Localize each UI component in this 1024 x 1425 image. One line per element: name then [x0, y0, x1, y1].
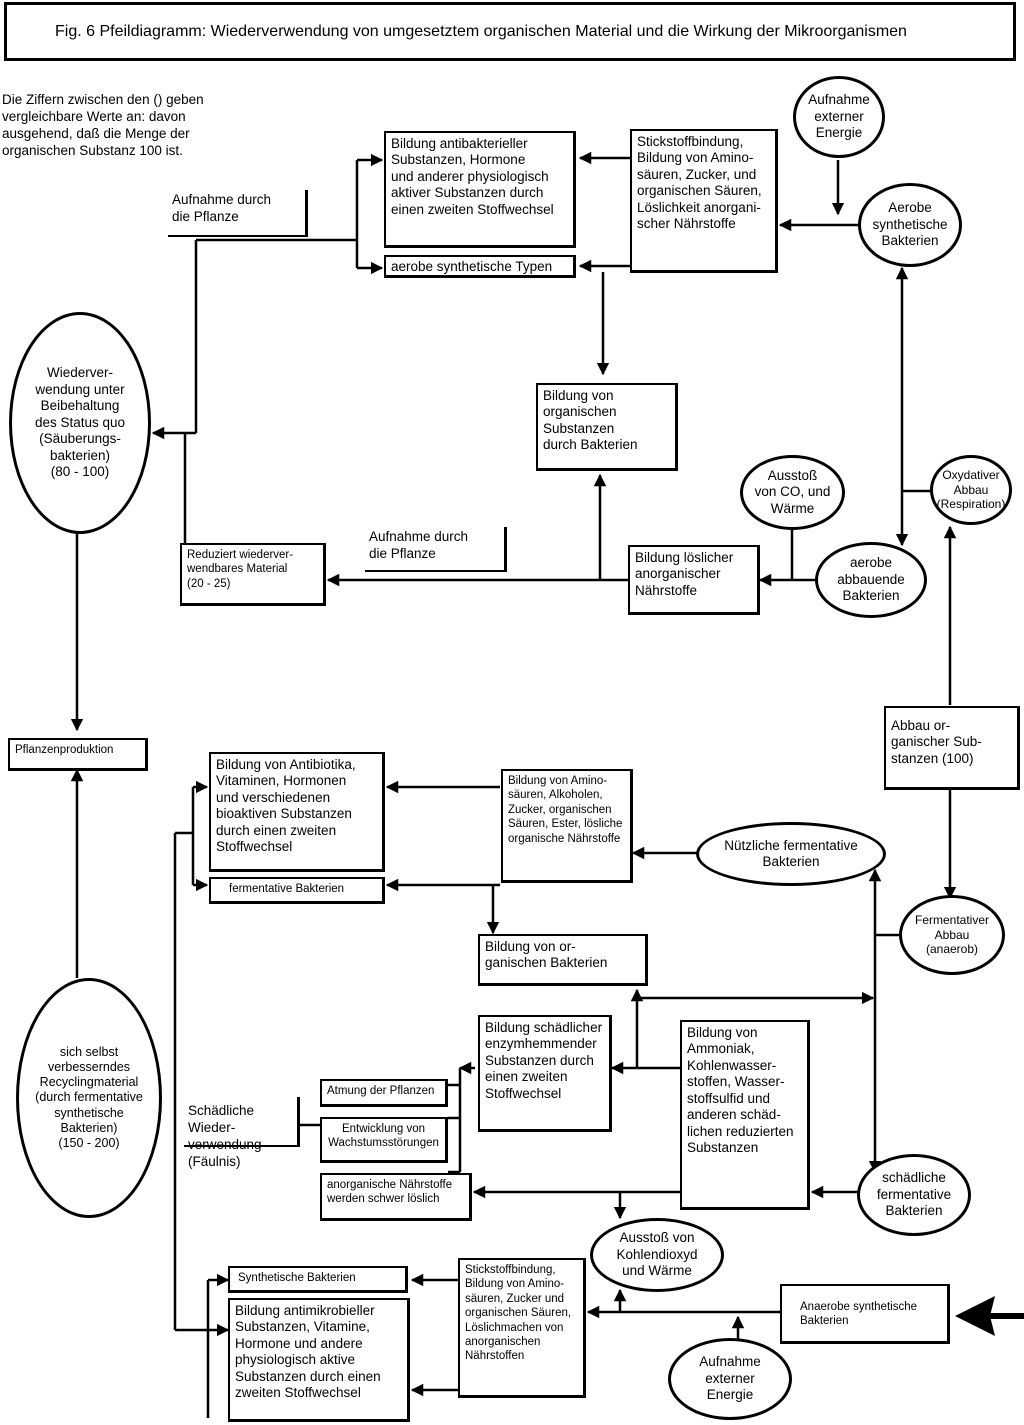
node-abbau-organischer-substanzen: Abbau or- ganischer Sub- stanzen (100): [884, 706, 1020, 790]
node-ausstoss-co: Ausstoß von CO, und Wärme: [740, 455, 845, 530]
node-aufnahme-energie-top: Aufnahme externer Energie: [793, 76, 885, 158]
figure-title: Fig. 6 Pfeildiagramm: Wiederverwendung v…: [4, 2, 1016, 61]
node-aerobe-abbauende-bakterien: aerobe abbauende Bakterien: [815, 542, 927, 618]
node-aufnahme-energie-bottom: Aufnahme externer Energie: [668, 1338, 792, 1420]
node-aerobe-synthetische-typen: aerobe synthetische Typen: [384, 255, 576, 278]
legend-note: Die Ziffern zwischen den () geben vergle…: [2, 92, 204, 158]
node-schaedliche-enzyme: Bildung schädlicher enzymhemmender Subst…: [478, 1015, 612, 1132]
node-fermentativer-abbau: Fermentativer Abbau (anaerob): [899, 895, 1005, 975]
node-aminosaeuren-alkohole: Bildung von Amino- säuren, Alkoholen, Zu…: [501, 769, 633, 883]
node-ausstoss-kohlendioxyd: Ausstoß von Kohlendioxyd und Wärme: [590, 1218, 724, 1292]
node-anorganische-naehrstoffe: anorganische Nährstoffe werden schwer lö…: [320, 1173, 472, 1221]
node-anaerobe-synthetische-bakterien: Anaerobe synthetische Bakterien: [780, 1284, 950, 1344]
node-pflanzenproduktion: Pflanzenproduktion: [8, 738, 148, 771]
node-bildung-loeslicher: Bildung löslicher anorganischer Nährstof…: [628, 545, 760, 615]
node-antimikrobielle-substanzen: Bildung antimikrobieller Substanzen, Vit…: [228, 1298, 410, 1422]
node-aufnahme-pflanze-2: Aufnahme durch die Pflanze: [365, 527, 507, 572]
node-wiederverwendung-status-quo: Wiederver- wendung unter Beibehaltung de…: [9, 312, 151, 534]
node-aerobe-synthetische-bakterien: Aerobe synthetische Bakterien: [858, 183, 962, 267]
node-oxydativer-abbau: Oxydativer Abbau (Respiration): [930, 455, 1012, 525]
node-schaedliche-wiederverwendung: Schädliche Wieder- verwendung (Fäulnis): [184, 1097, 300, 1169]
node-aufnahme-pflanze-1: Aufnahme durch die Pflanze: [168, 190, 308, 237]
node-entwicklung-wachstumsstoerungen: Entwicklung von Wachstumsstörungen: [320, 1117, 448, 1163]
node-bildung-org-bakterien-2: Bildung von or- ganischen Bakterien: [478, 934, 648, 986]
node-fermentative-bakterien: fermentative Bakterien: [209, 877, 385, 904]
node-synthetische-bakterien: Synthetische Bakterien: [228, 1266, 408, 1293]
node-nuetzliche-fermentative-bakterien: Nützliche fermentative Bakterien: [696, 822, 886, 886]
node-antibakterielle-substanzen: Bildung antibakterieller Substanzen, Hor…: [384, 131, 576, 248]
node-stickstoffbindung-bottom: Stickstoffbindung, Bildung von Amino- sä…: [458, 1258, 586, 1398]
node-ammoniak: Bildung von Ammoniak, Kohlenwasser- stof…: [680, 1020, 810, 1210]
node-schaedliche-fermentative-bakterien: schädliche fermentative Bakterien: [857, 1154, 971, 1236]
node-reduziert-material: Reduziert wiederver- wendbares Material …: [180, 543, 326, 606]
node-sich-selbst-verbesserndes: sich selbst verbesserndes Recyclingmater…: [16, 978, 162, 1218]
node-stickstoffbindung-top: Stickstoffbindung, Bildung von Amino- sä…: [630, 129, 778, 273]
node-bildung-org-substanzen: Bildung von organischen Substanzen durch…: [536, 383, 678, 471]
node-atmung-pflanzen: Atmung der Pflanzen: [320, 1079, 448, 1107]
node-antibiotika: Bildung von Antibiotika, Vitaminen, Horm…: [209, 752, 385, 872]
